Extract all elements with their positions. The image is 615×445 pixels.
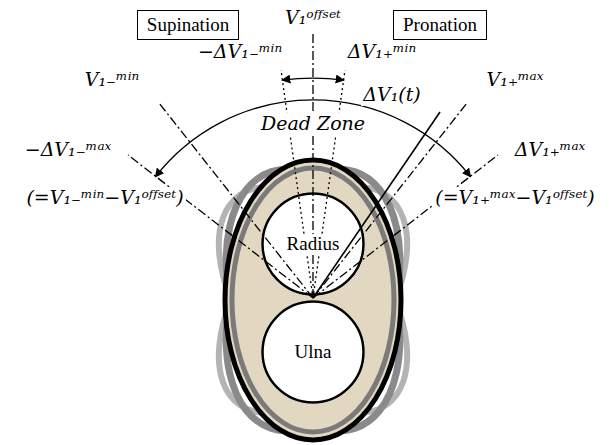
formula-label: (=V₁₊ᵐᵃˣ−V₁ᵒᶠᶠˢᵉᵗ) — [433, 187, 597, 209]
pronation-box: Pronation — [393, 10, 487, 40]
supination-box: Supination — [137, 10, 239, 40]
bone-outline — [263, 302, 364, 403]
node-text: Radius — [285, 234, 342, 255]
max-delta-label: ΔV₁₊ᵐᵃˣ — [513, 139, 588, 161]
signal-label: ΔV₁(t) — [361, 84, 423, 106]
ulna-bone: Ulna — [261, 300, 365, 404]
dead-zone-label: Dead Zone — [259, 113, 367, 135]
node-text: Pronation — [403, 14, 477, 35]
dead-zone-arc — [282, 78, 344, 80]
min-delta-label: −ΔV₁₋ᵐⁱⁿ — [196, 41, 284, 63]
bone-outline — [263, 194, 364, 295]
offset-axis — [312, 34, 313, 298]
rotated-outline — [181, 154, 446, 445]
offset-label: V₁ᵒᶠᶠˢᵉᵗ — [283, 7, 343, 29]
formula-label: (=V₁₋ᵐⁱⁿ−V₁ᵒᶠᶠˢᵉᵗ) — [24, 187, 185, 209]
node-text: Ulna — [293, 342, 334, 363]
max-delta-label: −ΔV₁₋ᵐᵃˣ — [23, 139, 114, 161]
rotated-outline — [181, 154, 446, 445]
signal-vector — [313, 112, 440, 298]
range-arc — [155, 100, 470, 177]
dead-zone-bound — [313, 70, 345, 298]
min-delta-label: ΔV₁₊ᵐⁱⁿ — [346, 41, 418, 63]
ulna-fill — [261, 300, 365, 404]
max-label: V₁₊ᵐᵃˣ — [485, 69, 546, 91]
dead-zone-bound — [281, 70, 313, 298]
min-label: V₁₋ᵐⁱⁿ — [83, 69, 142, 91]
forearm-outline — [225, 160, 401, 440]
radius-bone: Radius — [261, 192, 365, 296]
node-text: Supination — [147, 14, 229, 35]
